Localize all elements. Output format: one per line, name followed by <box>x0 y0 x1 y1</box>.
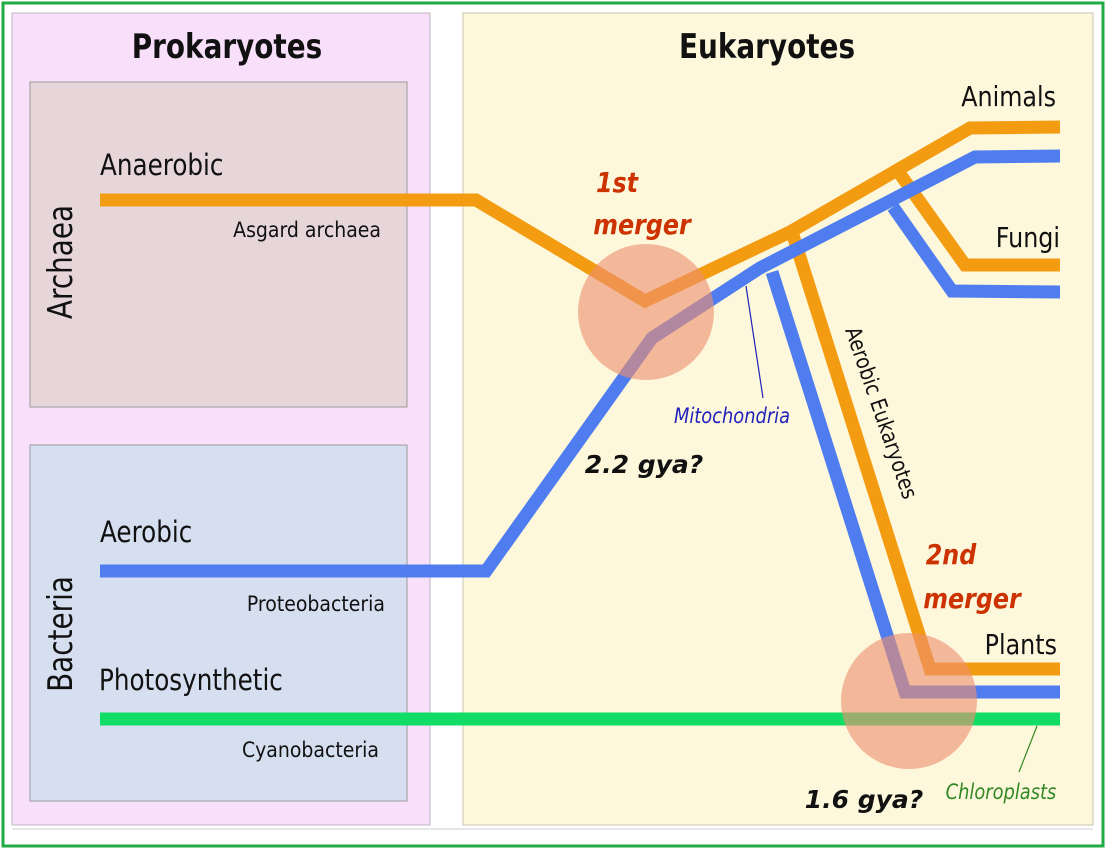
first-merger-label-line2: merger <box>593 209 693 241</box>
cyanobacteria-label: Cyanobacteria <box>242 737 379 762</box>
animals-label: Animals <box>961 81 1056 113</box>
orange-fungi-branch <box>894 170 1060 272</box>
first-merger-circle <box>578 244 714 380</box>
archaea-label: Archaea <box>41 205 80 319</box>
prokaryotes-title: Prokaryotes <box>132 27 323 66</box>
anaerobic-label: Anaerobic <box>100 149 223 182</box>
photosynthetic-label: Photosynthetic <box>99 664 283 697</box>
mitochondria-label: Mitochondria <box>674 404 790 429</box>
second-merger-time: 1.6 gya? <box>805 785 924 814</box>
chloroplasts-label: Chloroplasts <box>946 780 1057 805</box>
proteobacteria-label: Proteobacteria <box>247 591 385 616</box>
bacteria-label: Bacteria <box>41 576 80 692</box>
first-merger-time: 2.2 gya? <box>585 450 704 479</box>
bacteria-box <box>29 444 408 802</box>
aerobic-label: Aerobic <box>100 516 192 549</box>
plants-label: Plants <box>985 629 1057 661</box>
fungi-label: Fungi <box>996 222 1060 254</box>
second-merger-label-line2: merger <box>923 583 1023 615</box>
chloroplasts-pointer <box>1018 725 1038 773</box>
second-merger-circle <box>841 633 977 769</box>
eukaryotes-title: Eukaryotes <box>679 27 855 66</box>
mitochondria-pointer <box>745 285 764 399</box>
first-merger-label-line1: 1st <box>596 167 640 199</box>
archaea-box <box>29 81 408 408</box>
asgard-archaea-label: Asgard archaea <box>233 217 381 242</box>
archaea-line <box>100 120 1061 309</box>
second-merger-label-line1: 2nd <box>926 539 977 571</box>
blue-fungi-branch <box>887 203 1061 299</box>
